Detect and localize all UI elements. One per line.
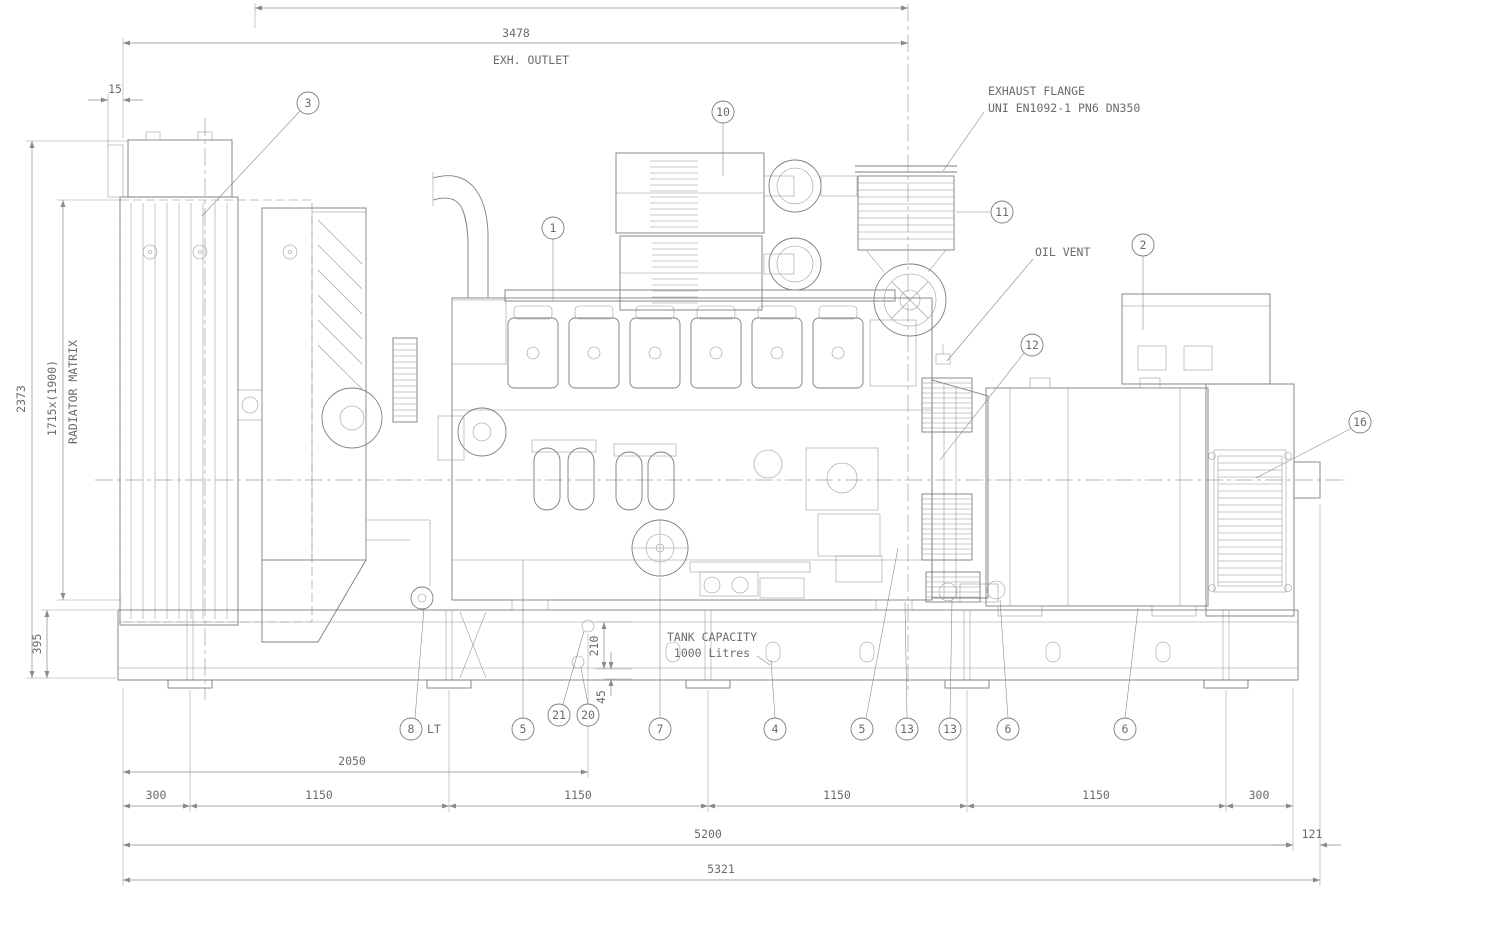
callout-16-number: 16 <box>1353 415 1367 429</box>
callouts: 3 10 1 11 2 12 16 <box>201 91 1372 741</box>
tank-fitting-upper <box>581 619 595 633</box>
shaft-stub <box>1293 461 1321 499</box>
base-frame-tank <box>117 599 1299 689</box>
dim-395: 395 <box>30 634 44 655</box>
callout-11-number: 11 <box>995 205 1009 219</box>
alternator <box>985 293 1321 617</box>
dim-300-left: 300 <box>146 788 167 802</box>
callout-20: 20 <box>576 667 600 727</box>
annotations: EXHAUST FLANGE UNI EN1092-1 PN6 DN350 OI… <box>667 84 1140 666</box>
callout-8: 8 LT <box>399 607 441 741</box>
label-oil-vent: OIL VENT <box>1035 245 1090 259</box>
dim-2050: 2050 <box>338 754 366 768</box>
centerlines <box>95 4 1348 700</box>
dim-1150-4: 1150 <box>1082 788 1110 802</box>
callout-6b-number: 6 <box>1122 722 1129 736</box>
callout-4-number: 4 <box>772 722 779 736</box>
radiator-assembly <box>107 131 489 643</box>
callout-2: 2 <box>1131 233 1155 330</box>
callout-5a: 5 <box>511 560 535 741</box>
callout-20-number: 20 <box>581 708 595 722</box>
end-grille <box>1208 452 1292 592</box>
callout-7-number: 7 <box>657 722 664 736</box>
callout-5b: 5 <box>850 547 899 741</box>
exhaust-bellows <box>763 159 858 291</box>
label-radiator-matrix: RADIATOR MATRIX <box>66 340 80 444</box>
dim-1150-2: 1150 <box>564 788 592 802</box>
callout-8-suffix: LT <box>427 722 441 736</box>
air-filters <box>615 152 765 311</box>
terminal-box <box>1121 293 1271 385</box>
callout-12-number: 12 <box>1025 338 1039 352</box>
tank-fitting-lower <box>571 655 585 669</box>
callout-21-number: 21 <box>552 708 566 722</box>
label-exhaust-flange-line2: UNI EN1092-1 PN6 DN350 <box>988 101 1140 115</box>
callout-10: 10 <box>711 100 735 176</box>
callout-10-number: 10 <box>716 105 730 119</box>
dim-5321: 5321 <box>707 862 735 876</box>
dimensions: 3478 EXH. OUTLET 15 2373 1715x(1900) RAD… <box>14 3 1341 886</box>
callout-4: 4 <box>763 659 787 741</box>
fuel-oil-filters <box>531 439 677 511</box>
callout-2-number: 2 <box>1140 238 1147 252</box>
callout-1-number: 1 <box>550 221 557 235</box>
dim-radiator-matrix-size: 1715x(1900) <box>45 360 59 436</box>
label-exh-outlet: EXH. OUTLET <box>493 53 569 67</box>
dim-210: 210 <box>587 636 601 657</box>
oil-vent-fitting <box>935 344 951 365</box>
heat-exchangers <box>921 377 981 603</box>
dim-5200: 5200 <box>694 827 722 841</box>
callout-11: 11 <box>956 200 1014 224</box>
callout-6a: 6 <box>996 599 1020 741</box>
crank-pulley <box>631 519 689 577</box>
callout-1: 1 <box>541 216 565 300</box>
dim-3478: 3478 <box>502 26 530 40</box>
callout-13a-number: 13 <box>900 722 914 736</box>
callout-6a-number: 6 <box>1005 722 1012 736</box>
dim-1150-1: 1150 <box>305 788 333 802</box>
dim-300-right: 300 <box>1249 788 1270 802</box>
callout-5b-number: 5 <box>859 722 866 736</box>
callout-13b: 13 <box>938 599 962 741</box>
callout-13a: 13 <box>895 601 919 741</box>
label-tank-capacity-line2: 1000 Litres <box>674 646 750 660</box>
dim-121: 121 <box>1302 827 1323 841</box>
dim-15: 15 <box>108 82 122 96</box>
exhaust-silencer <box>855 165 957 273</box>
callout-6b: 6 <box>1113 607 1139 741</box>
turbocharger <box>873 263 947 337</box>
end-housing <box>1205 383 1295 617</box>
cylinder-heads <box>507 305 864 389</box>
callout-13b-number: 13 <box>943 722 957 736</box>
dim-2373: 2373 <box>14 385 28 413</box>
callout-7: 7 <box>648 578 672 741</box>
dim-45: 45 <box>594 690 608 704</box>
callout-16: 16 <box>1255 410 1372 479</box>
engine <box>437 152 1006 603</box>
callout-5a-number: 5 <box>520 722 527 736</box>
callout-8-number: 8 <box>408 722 415 736</box>
label-exhaust-flange-line1: EXHAUST FLANGE <box>988 84 1085 98</box>
callout-3-number: 3 <box>305 96 312 110</box>
label-tank-capacity-line1: TANK CAPACITY <box>667 630 757 644</box>
callout-3: 3 <box>201 91 320 217</box>
callout-12: 12 <box>939 333 1044 461</box>
callout-21: 21 <box>547 630 585 727</box>
dim-1150-3: 1150 <box>823 788 851 802</box>
